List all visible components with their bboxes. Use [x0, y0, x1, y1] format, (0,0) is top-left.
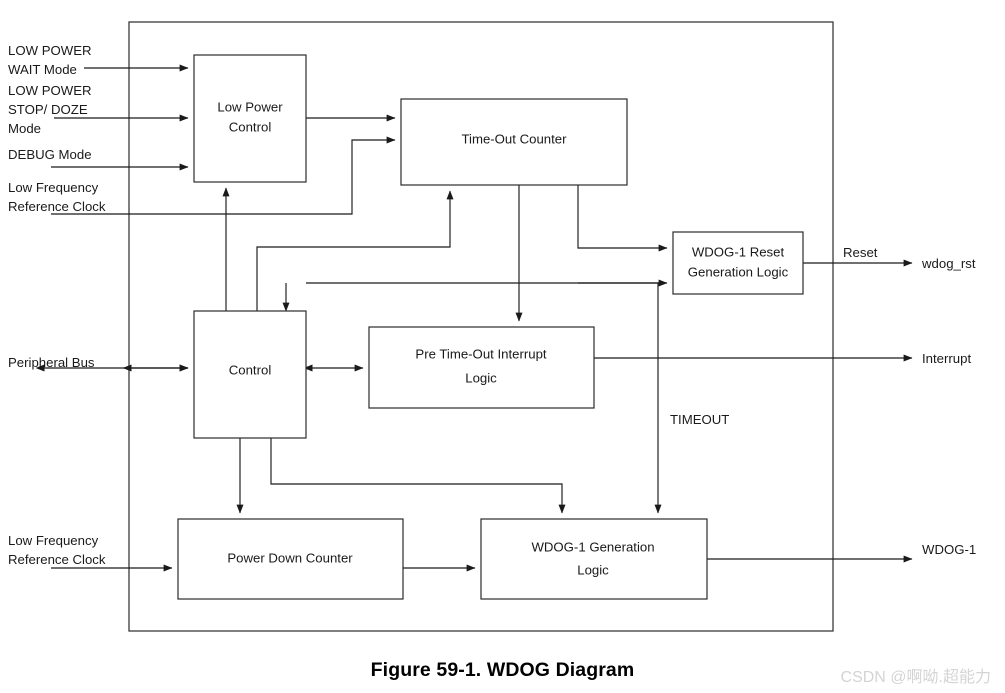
label-time-out-counter: Time-Out Counter [461, 131, 567, 146]
input-label-lowfreq-top-line1: Low Frequency [8, 180, 99, 195]
input-label-lowfreq-bottom-line2: Reference Clock [8, 552, 106, 567]
label-pre-time-out-line2: Logic [465, 370, 497, 385]
label-control: Control [229, 362, 272, 377]
signal-label-timeout: TIMEOUT [670, 412, 729, 427]
label-wdog1-gen-line2: Logic [577, 562, 609, 577]
input-label-stop-doze-line3: Mode [8, 121, 41, 136]
wire-control-to-toc [256, 190, 454, 311]
input-label-stop-doze-line1: LOW POWER [8, 83, 92, 98]
label-wdog1-reset-gen-line2: Generation Logic [688, 264, 789, 279]
input-label-lowfreq-bottom-line1: Low Frequency [8, 533, 99, 548]
block-power-down-counter[interactable] [177, 518, 404, 600]
wire-low-freq-clock-top [51, 136, 396, 215]
output-label-wdog-rst: wdog_rst [921, 256, 976, 271]
block-control[interactable] [193, 310, 307, 439]
label-power-down-counter: Power Down Counter [227, 550, 353, 565]
block-pre-time-out-interrupt-logic[interactable] [368, 326, 595, 409]
block-low-power-control[interactable] [193, 54, 307, 183]
label-low-power-control-line2: Control [229, 119, 272, 134]
wire-toc-to-reset-gen [577, 185, 668, 252]
module-frame [128, 21, 834, 632]
input-label-stop-doze-line2: STOP/ DOZE [8, 102, 88, 117]
input-label-peripheral-bus: Peripheral Bus [8, 355, 95, 370]
label-low-power-control-line1: Low Power [217, 99, 283, 114]
input-label-debug-mode: DEBUG Mode [8, 147, 92, 162]
signal-label-reset: Reset [843, 245, 878, 260]
label-wdog1-reset-gen-line1: WDOG-1 Reset [692, 244, 785, 259]
input-label-wait-mode-line1: LOW POWER [8, 43, 92, 58]
figure-caption: Figure 59-1. WDOG Diagram [370, 659, 635, 681]
output-label-wdog-1: WDOG-1 [922, 542, 976, 557]
block-wdog1-generation-logic[interactable] [480, 518, 708, 600]
output-label-interrupt: Interrupt [922, 351, 971, 366]
block-time-out-counter[interactable] [400, 98, 628, 186]
input-label-lowfreq-top-line2: Reference Clock [8, 199, 106, 214]
input-label-wait-mode-line2: WAIT Mode [8, 62, 77, 77]
wire-timeout [578, 282, 662, 514]
csdn-watermark: CSDN @啊呦.超能力 [840, 669, 991, 686]
label-pre-time-out-line1: Pre Time-Out Interrupt [415, 346, 547, 361]
wire-control-to-wdog-gen [270, 438, 566, 514]
block-wdog1-reset-generation-logic[interactable] [672, 231, 804, 295]
label-wdog1-gen-line1: WDOG-1 Generation [531, 539, 654, 554]
